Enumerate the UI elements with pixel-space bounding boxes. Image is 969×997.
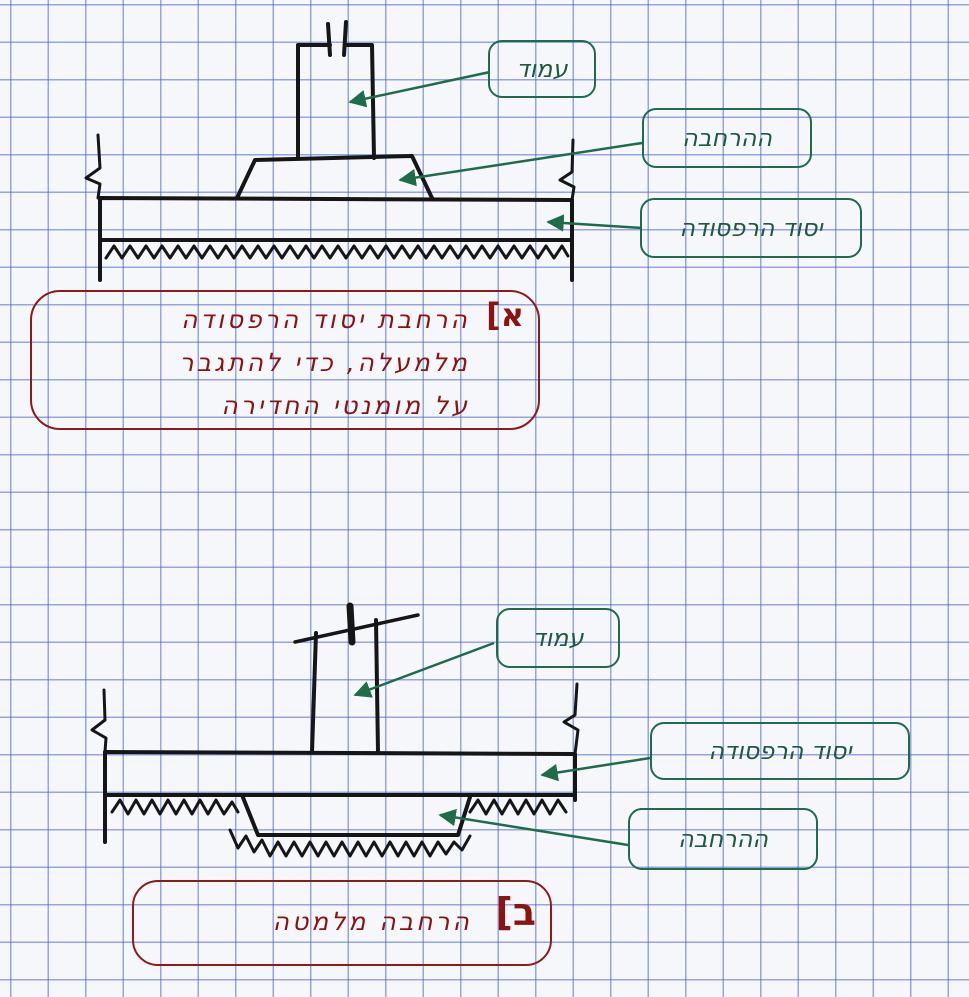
arrow-b-widening [438, 808, 629, 847]
note-a-marker: א] [486, 296, 524, 334]
arrow-a-widening [398, 141, 643, 187]
arrow-a-raft [546, 214, 643, 232]
note-b-text: הרחבה מלמטה [272, 907, 472, 936]
raft-slab-a [98, 196, 574, 282]
break-mark-b-right [562, 682, 580, 756]
note-a-line-2: מלמעלה, כדי להתגבר [179, 348, 470, 377]
column-a [296, 43, 376, 160]
column-a-rebar [326, 20, 348, 57]
ground-hatch-b-bottom [228, 828, 472, 858]
widening-b-shape [240, 793, 472, 837]
ground-hatch-b-left [110, 798, 240, 816]
label-b-column: עמוד [496, 608, 620, 668]
raft-slab-b [103, 750, 577, 844]
arrow-b-raft [540, 756, 651, 782]
note-b-marker: ב] [495, 890, 536, 934]
break-mark-a-left [84, 133, 102, 200]
section-a-arrows [348, 70, 643, 232]
widening-a-shape [235, 154, 434, 200]
ground-hatch-a [104, 244, 570, 260]
note-a-line-1: הרחבת יסוד הרפסודה [181, 305, 470, 334]
arrow-b-column [353, 641, 495, 698]
section-a-drawing [84, 20, 576, 282]
label-a-raft: יסוד הרפסודה [640, 198, 862, 258]
section-b-arrows [353, 641, 651, 847]
column-b-sides [310, 618, 380, 754]
column-b-plate [346, 602, 356, 646]
label-b-raft: יסוד הרפסודה [650, 722, 910, 780]
label-a-widening: ההרחבה [642, 108, 812, 168]
note-a-line-3: על מומנטי החדירה [221, 391, 470, 420]
break-mark-a-right [558, 138, 576, 202]
note-a: א] הרחבת יסוד הרפסודה מלמעלה, כדי להתגבר… [30, 290, 540, 430]
ground-hatch-b-right [468, 798, 568, 816]
column-b-top [293, 613, 420, 644]
break-mark-b-left [90, 688, 108, 754]
label-a-column: עמוד [488, 40, 596, 98]
label-b-widening: ההרחבה [628, 808, 818, 870]
note-b: ב] הרחבה מלמטה [132, 880, 552, 966]
arrow-a-column [348, 70, 491, 108]
